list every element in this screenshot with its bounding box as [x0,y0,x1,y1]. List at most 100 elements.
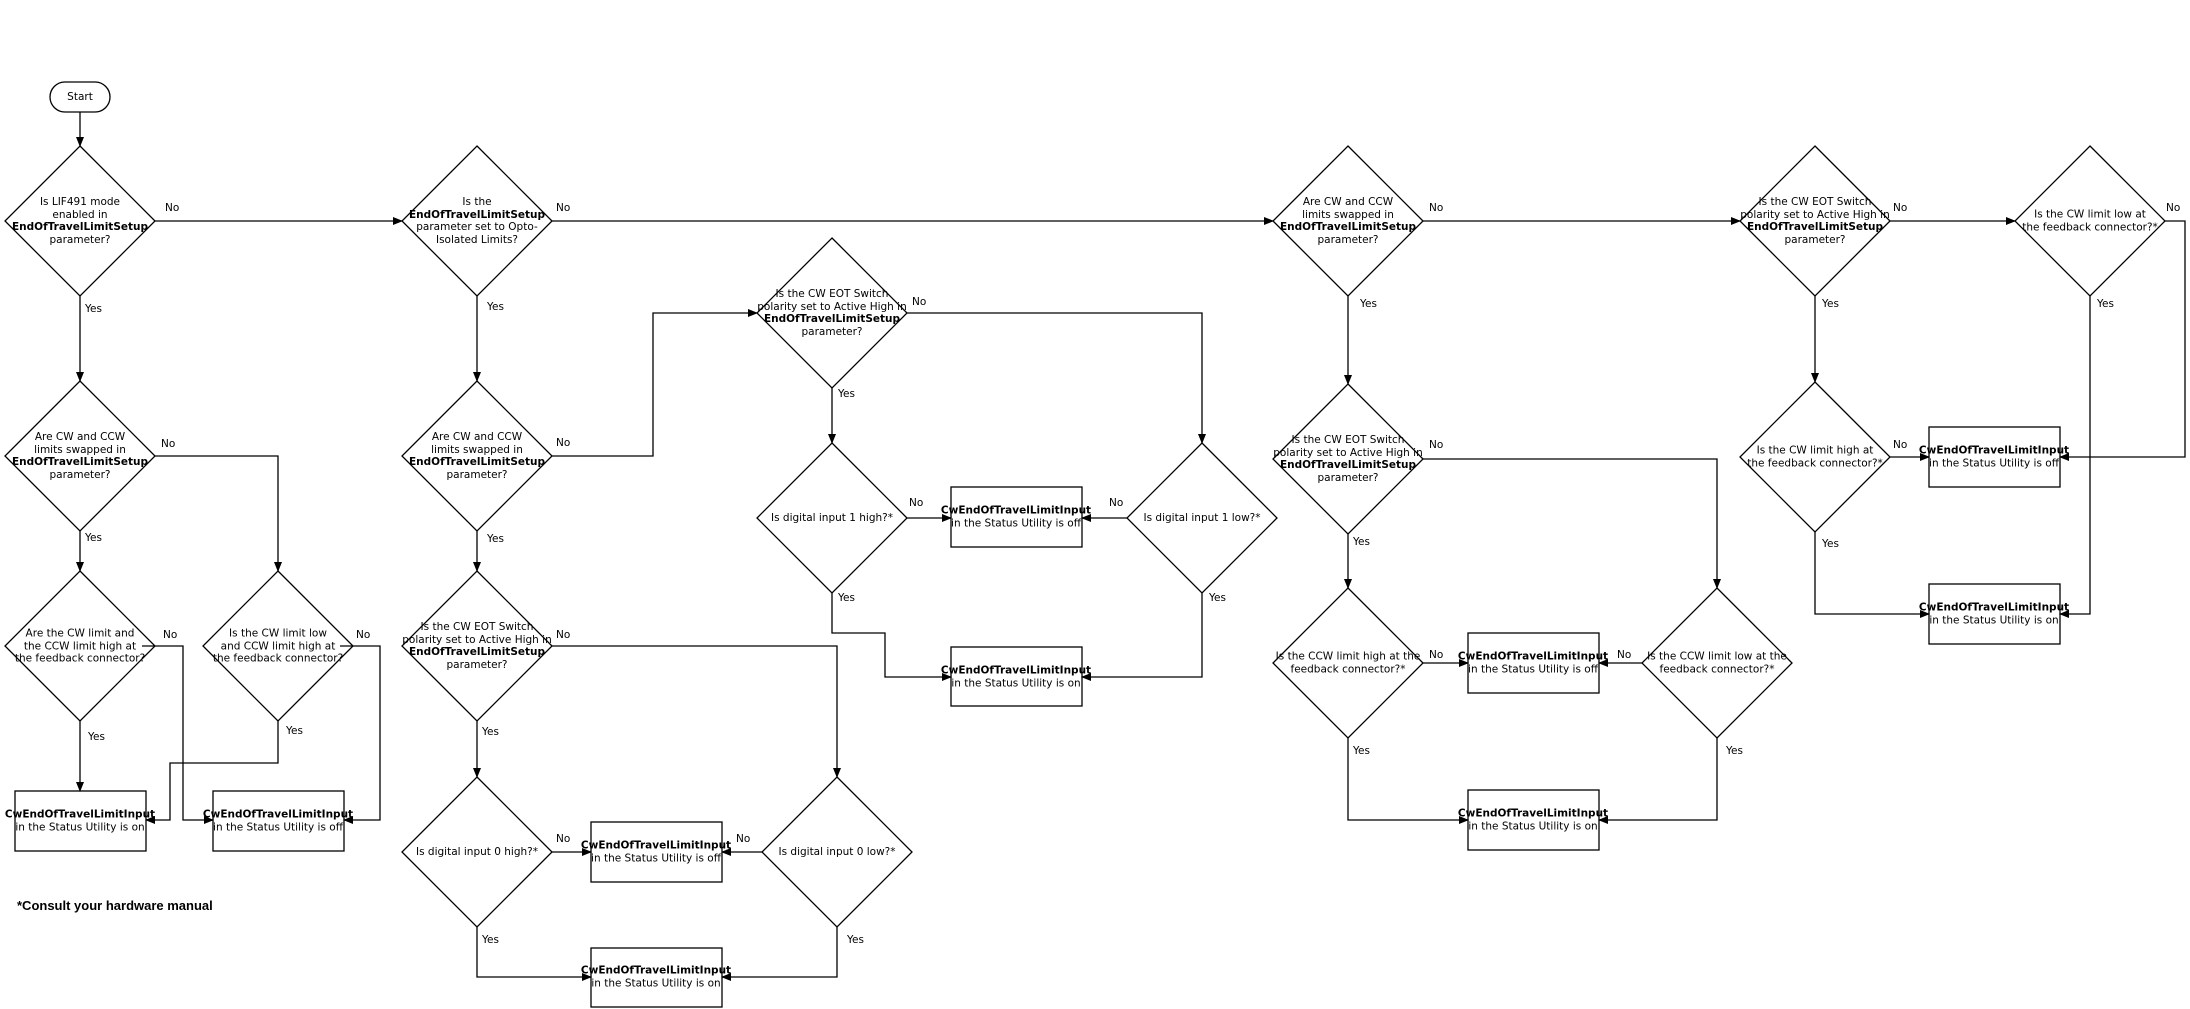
edge-label-yes: Yes [487,533,504,545]
label-line: polarity set to Active High in [1273,446,1423,459]
label-line: parameter? [1784,233,1846,246]
label-line: parameter? [1317,233,1379,246]
edge-label-no: No [736,833,751,845]
label-line: parameter? [49,468,111,481]
edge-label-no: No [1429,202,1444,214]
edge-label-no: No [1109,497,1124,509]
edge-di1-high-yes [831,593,952,681]
edge-label-yes: Yes [85,532,102,544]
edge-label-yes: Yes [286,725,303,737]
label-line-bold: EndOfTravelLimitSetup [408,646,546,658]
decision-label-swapped-3: Are CW and CCW limits swapped in EndOfTr… [1280,196,1416,246]
edge-label-yes: Yes [85,303,102,315]
label-line: parameter? [446,658,508,671]
result-title: CwEndOfTravelLimitInput [940,504,1092,517]
edge-di1-low-yes [1081,593,1203,681]
label-line: polarity set to Active High in [402,633,552,646]
label-line: parameter set to Opto- [416,221,538,233]
result-label-on-5: CwEndOfTravelLimitInput in the Status Ut… [1919,602,2069,627]
edge-label-yes: Yes [1360,298,1377,310]
decision-label-ccw-high: Is the CCW limit high at the feedback co… [1276,651,1421,676]
edge-label-yes: Yes [1726,745,1743,757]
edge-label-yes: Yes [2097,298,2114,310]
edge-label-yes: Yes [838,592,855,604]
label-line-bold: EndOfTravelLimitSetup [408,208,546,221]
label-line-bold: EndOfTravelLimitSetup [408,456,546,468]
result-status: in the Status Utility is off [213,821,343,833]
edge-label-yes: Yes [1353,745,1370,757]
edge-label-no: No [556,833,571,845]
result-label-off-3: CwEndOfTravelLimitInput in the Status Ut… [941,505,1091,530]
result-status: in the Status Utility is off [1929,457,2059,469]
edge-label-yes: Yes [482,726,499,738]
edge-label-yes: Yes [487,301,504,313]
edge-label-no: No [556,202,571,214]
edge-label-no: No [556,437,571,449]
edge-label-yes: Yes [847,934,864,946]
label-line: limits swapped in [431,443,523,456]
label-line: Is the CW EOT Switch [420,621,534,633]
label-line: Is the CCW limit high at the [1275,650,1421,663]
edge-label-no: No [1429,439,1444,451]
edge-label-no: No [163,629,178,641]
result-title: CwEndOfTravelLimitInput [1918,444,2070,457]
decision-label-polarity-3: Is the CW EOT Switch polarity set to Act… [1273,434,1422,484]
edge-di0-low-yes [721,927,838,981]
result-status: in the Status Utility is off [591,852,721,864]
decision-label-di1-high: Is digital input 1 high?* [771,511,893,524]
result-label-off-2: CwEndOfTravelLimitInput in the Status Ut… [581,840,731,865]
edge-label-no: No [556,629,571,641]
start-label: Start [67,90,93,103]
decision-label-swapped-1: Are CW and CCW limits swapped in EndOfTr… [12,431,148,481]
result-label-on-2: CwEndOfTravelLimitInput in the Status Ut… [581,965,731,990]
decision-label-cw-ccw-high: Are the CW limit and the CCW limit high … [15,627,145,665]
label-line: the feedback connector? [14,652,146,665]
result-label-on-4: CwEndOfTravelLimitInput in the Status Ut… [1458,808,1608,833]
result-label-on-1: CwEndOfTravelLimitInput in the Status Ut… [5,809,155,834]
decision-label-opto: Is the EndOfTravelLimitSetup parameter s… [409,196,545,246]
result-title: CwEndOfTravelLimitInput [940,664,1092,677]
result-label-off-1: CwEndOfTravelLimitInput in the Status Ut… [203,809,353,834]
edge-label-no: No [1617,649,1632,661]
result-title: CwEndOfTravelLimitInput [1918,601,2070,614]
edge-label-yes: Yes [1822,298,1839,310]
label-line: limits swapped in [1302,208,1394,221]
label-line: Is the CCW limit low at the [1647,650,1787,663]
decision-label-di1-low: Is digital input 1 low?* [1143,511,1261,524]
label-line: the feedback connector?* [1747,457,1883,469]
label-line: Is the CW limit high at [1756,444,1874,457]
edge-label-no: No [912,296,927,308]
result-label-on-3: CwEndOfTravelLimitInput in the Status Ut… [941,665,1091,690]
result-status: in the Status Utility is on [951,677,1081,689]
decision-label-di0-high: Is digital input 0 high?* [416,845,538,858]
label-line-bold: EndOfTravelLimitSetup [1746,221,1884,233]
edge-cwccw-high-no [142,645,214,824]
result-label-off-5: CwEndOfTravelLimitInput in the Status Ut… [1919,445,2069,470]
result-title: CwEndOfTravelLimitInput [1457,807,1609,820]
edge-cw-low-yes [2059,296,2091,618]
label-line: polarity set to Active High in [1740,208,1890,221]
result-status: in the Status Utility is on [15,821,145,833]
edge-label-yes: Yes [1353,536,1370,548]
label-line: polarity set to Active High in [757,300,907,313]
result-box-off-4 [1467,632,1600,694]
label-line-bold: EndOfTravelLimitSetup [1279,459,1417,471]
label-line: feedback connector?* [1290,663,1406,675]
edge-swapped1-no [155,455,282,572]
label-line: Isolated Limits? [435,233,518,246]
edge-label-yes: Yes [88,731,105,743]
decision-label-cw-low-ccw-high: Is the CW limit low and CCW limit high a… [213,627,343,665]
label-line: Is the CW limit low [229,627,327,640]
result-label-off-4: CwEndOfTravelLimitInput in the Status Ut… [1458,651,1608,676]
label-line: the feedback connector?* [2022,221,2158,233]
result-title: CwEndOfTravelLimitInput [580,964,732,977]
label-line: parameter? [801,325,863,338]
label-line: Are CW and CCW [431,431,523,443]
label-line-bold: EndOfTravelLimitSetup [11,221,149,233]
label-line: parameter? [1317,471,1379,484]
result-title: CwEndOfTravelLimitInput [4,808,156,821]
edge-polarity2-no [907,312,1206,444]
edge-cwlow-no [340,645,381,824]
result-title: CwEndOfTravelLimitInput [202,808,354,821]
edge-label-no: No [356,629,371,641]
